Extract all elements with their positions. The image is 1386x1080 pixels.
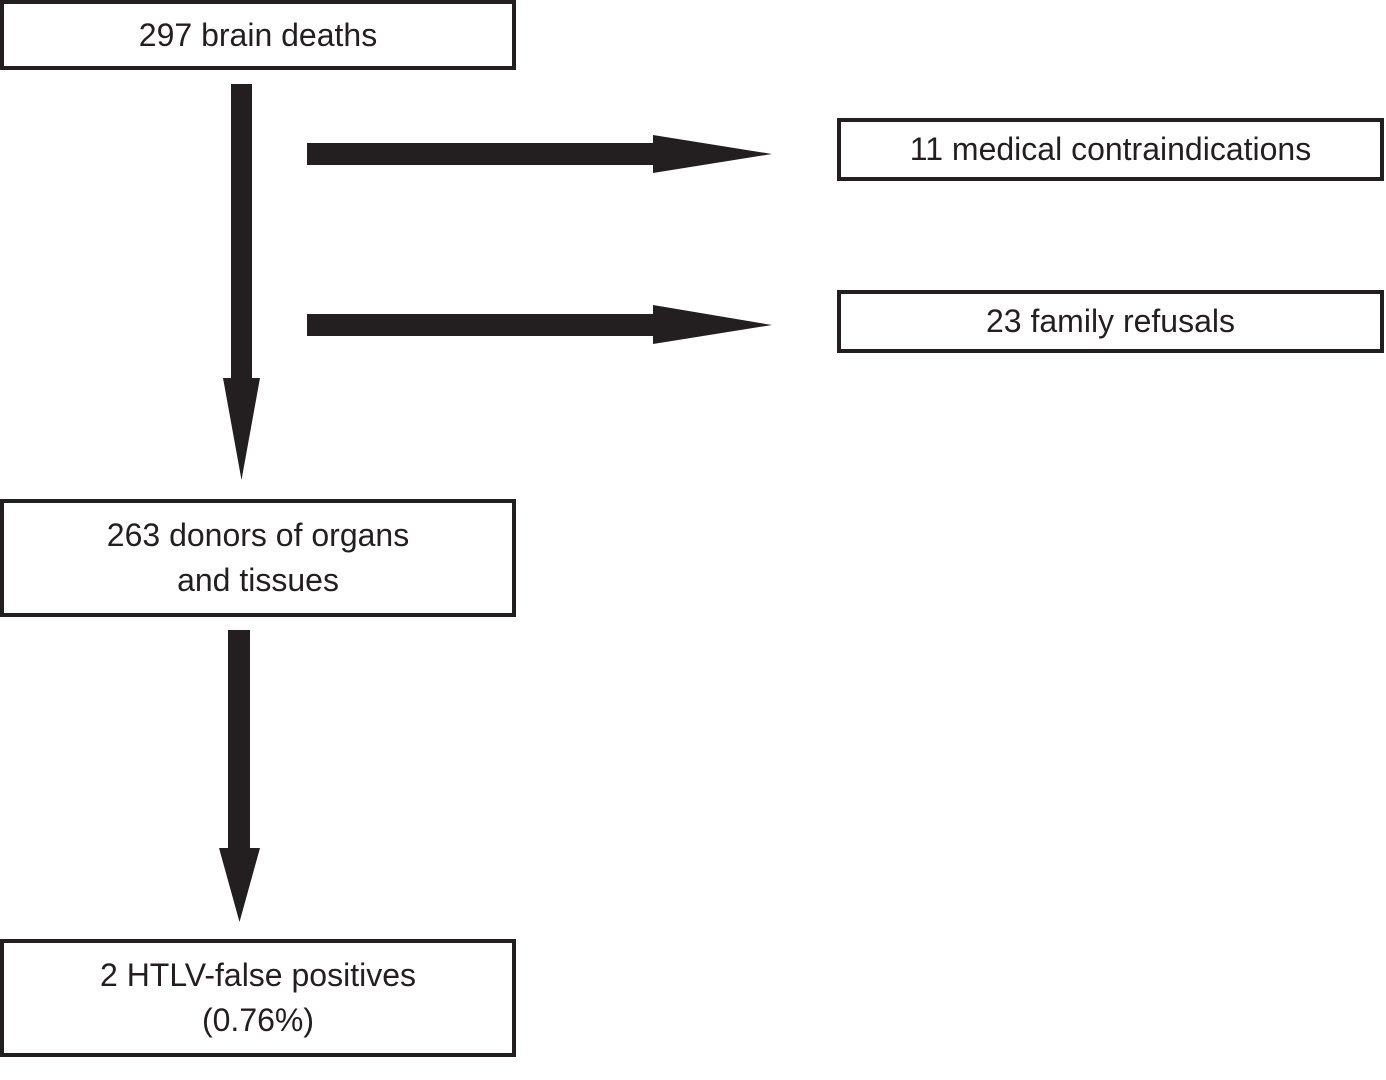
node-htlv-false-positives: 2 HTLV-false positives (0.76%) <box>0 939 516 1057</box>
arrow-down-brain-to-donors-icon <box>223 84 260 480</box>
arrow-down-donors-to-htlv-icon <box>219 630 260 922</box>
arrow-right-to-medical-icon <box>307 135 772 173</box>
node-donors-organs-tissues-label: 263 donors of organs and tissues <box>106 517 410 598</box>
node-brain-deaths-label: 297 brain deaths <box>138 16 378 53</box>
arrow-right-to-family-icon <box>307 305 772 344</box>
node-brain-deaths: 297 brain deaths <box>0 0 516 70</box>
node-htlv-false-positives-label: 2 HTLV-false positives (0.76%) <box>100 957 416 1038</box>
node-family-refusals-label: 23 family refusals <box>986 303 1235 340</box>
node-family-refusals: 23 family refusals <box>837 290 1384 353</box>
node-medical-contraindications-label: 11 medical contraindications <box>909 131 1312 168</box>
node-medical-contraindications: 11 medical contraindications <box>837 118 1384 181</box>
node-donors-organs-tissues: 263 donors of organs and tissues <box>0 499 516 617</box>
